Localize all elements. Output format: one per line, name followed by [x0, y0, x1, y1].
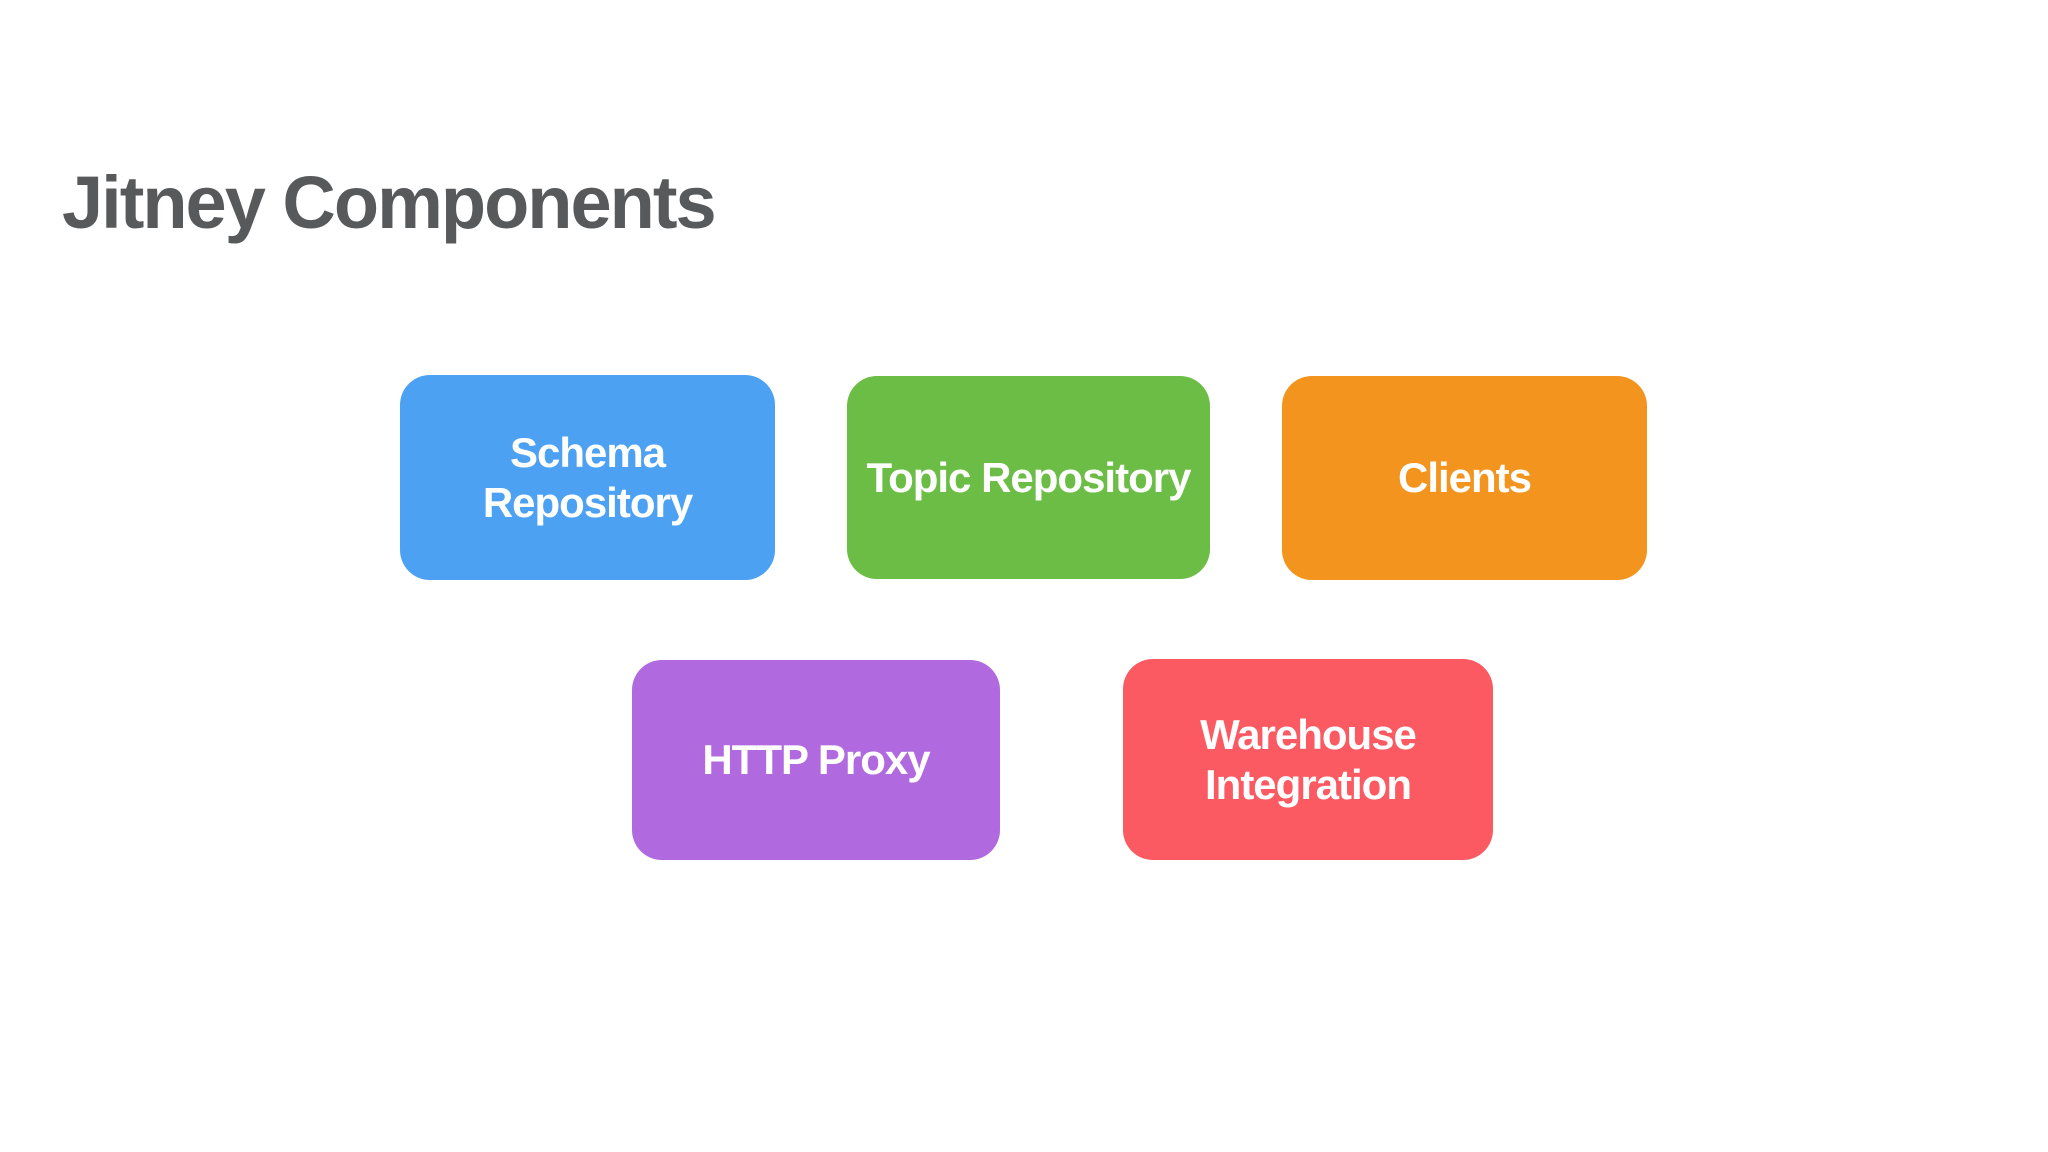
component-box-http-proxy: HTTP Proxy	[632, 660, 1000, 860]
component-label-http-proxy: HTTP Proxy	[702, 736, 930, 784]
component-label-clients: Clients	[1397, 454, 1532, 502]
component-box-topic-repository: Topic Repository	[847, 376, 1210, 579]
component-label-schema-repository: Schema Repository	[482, 428, 693, 526]
component-box-clients: Clients	[1282, 376, 1647, 580]
component-box-warehouse-integration: Warehouse Integration	[1123, 659, 1493, 860]
component-label-topic-repository: Topic Repository	[866, 453, 1192, 501]
slide-title: Jitney Components	[62, 160, 717, 244]
component-box-schema-repository: Schema Repository	[400, 375, 775, 580]
component-label-warehouse-integration: Warehouse Integration	[1200, 710, 1417, 808]
